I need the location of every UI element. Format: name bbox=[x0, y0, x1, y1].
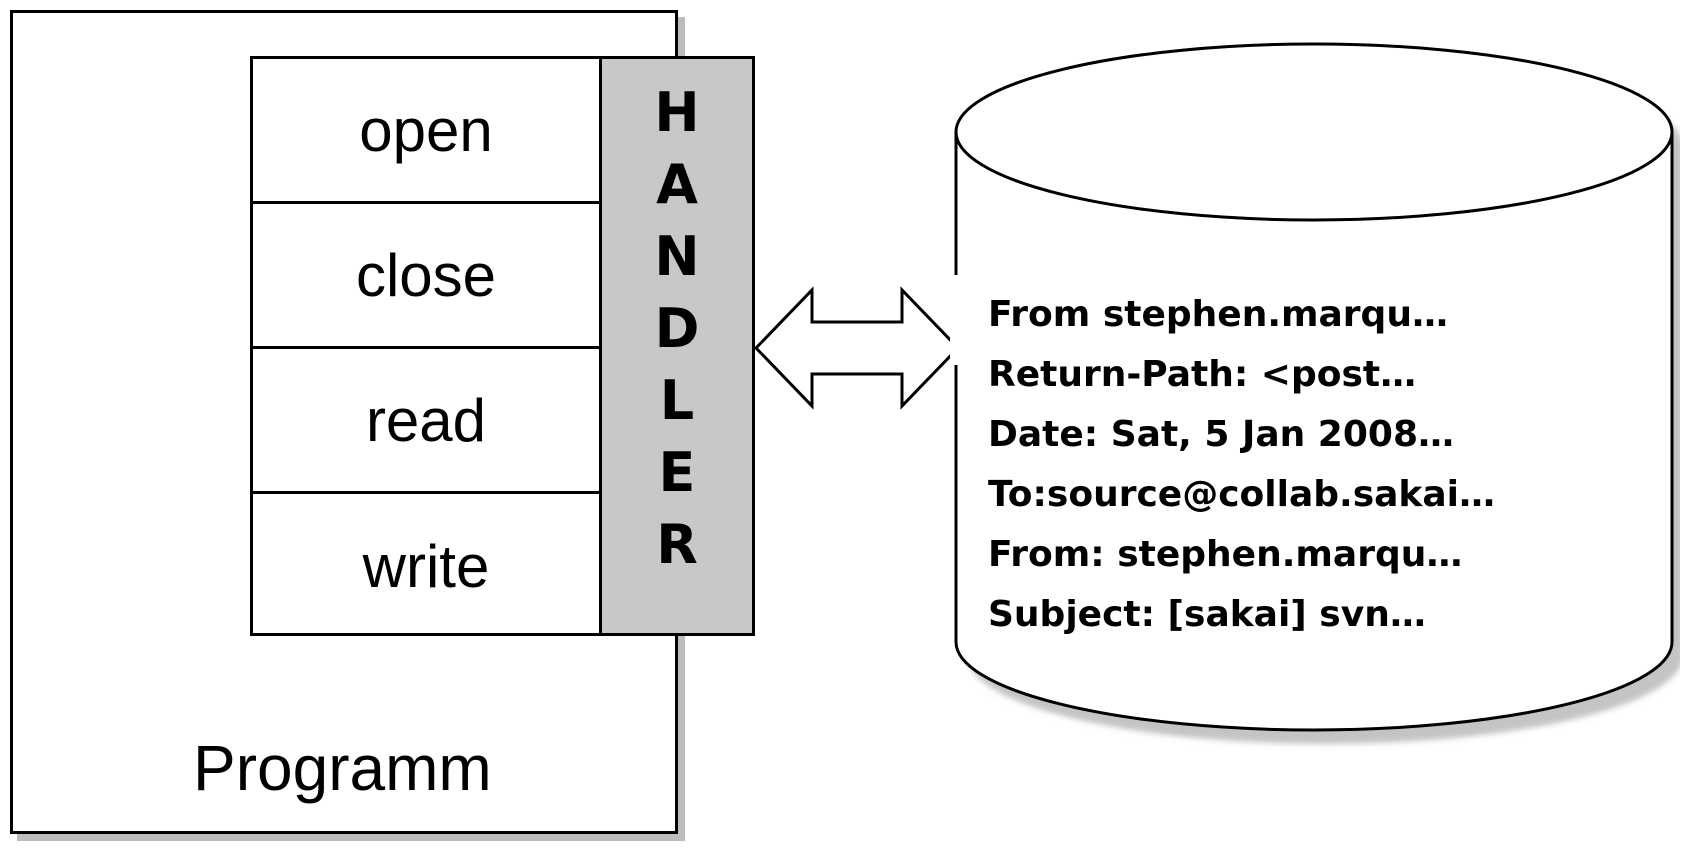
file-line: From: stephen.marqu… bbox=[988, 534, 1463, 575]
operation-read: read bbox=[253, 349, 599, 494]
handler-letter: A bbox=[656, 153, 698, 216]
database-cylinder-icon bbox=[950, 42, 1680, 744]
operation-write: write bbox=[362, 533, 490, 600]
operations-table: open close read write bbox=[250, 56, 602, 636]
operation-close: close bbox=[253, 204, 599, 349]
file-line: Subject: [sakai] svn… bbox=[988, 594, 1426, 635]
handler-column: H A N D L E R bbox=[599, 56, 755, 636]
handler-letter: R bbox=[656, 513, 698, 576]
double-arrow-icon bbox=[754, 286, 960, 410]
handler-letter: D bbox=[654, 297, 700, 360]
file-contents: From stephen.marqu… Return-Path: <post… … bbox=[988, 285, 1588, 645]
handler-letter: L bbox=[659, 369, 695, 432]
handler-letter: E bbox=[658, 441, 696, 504]
program-label: Programm bbox=[193, 732, 492, 804]
handler-letter: H bbox=[654, 81, 700, 144]
file-line: Return-Path: <post… bbox=[988, 354, 1417, 395]
file-line: Date: Sat, 5 Jan 2008… bbox=[988, 414, 1454, 455]
operation-open: open bbox=[253, 59, 599, 204]
handler-letter: N bbox=[654, 225, 700, 288]
file-line: From stephen.marqu… bbox=[988, 294, 1448, 335]
file-line: To:source@collab.sakai… bbox=[988, 474, 1495, 515]
